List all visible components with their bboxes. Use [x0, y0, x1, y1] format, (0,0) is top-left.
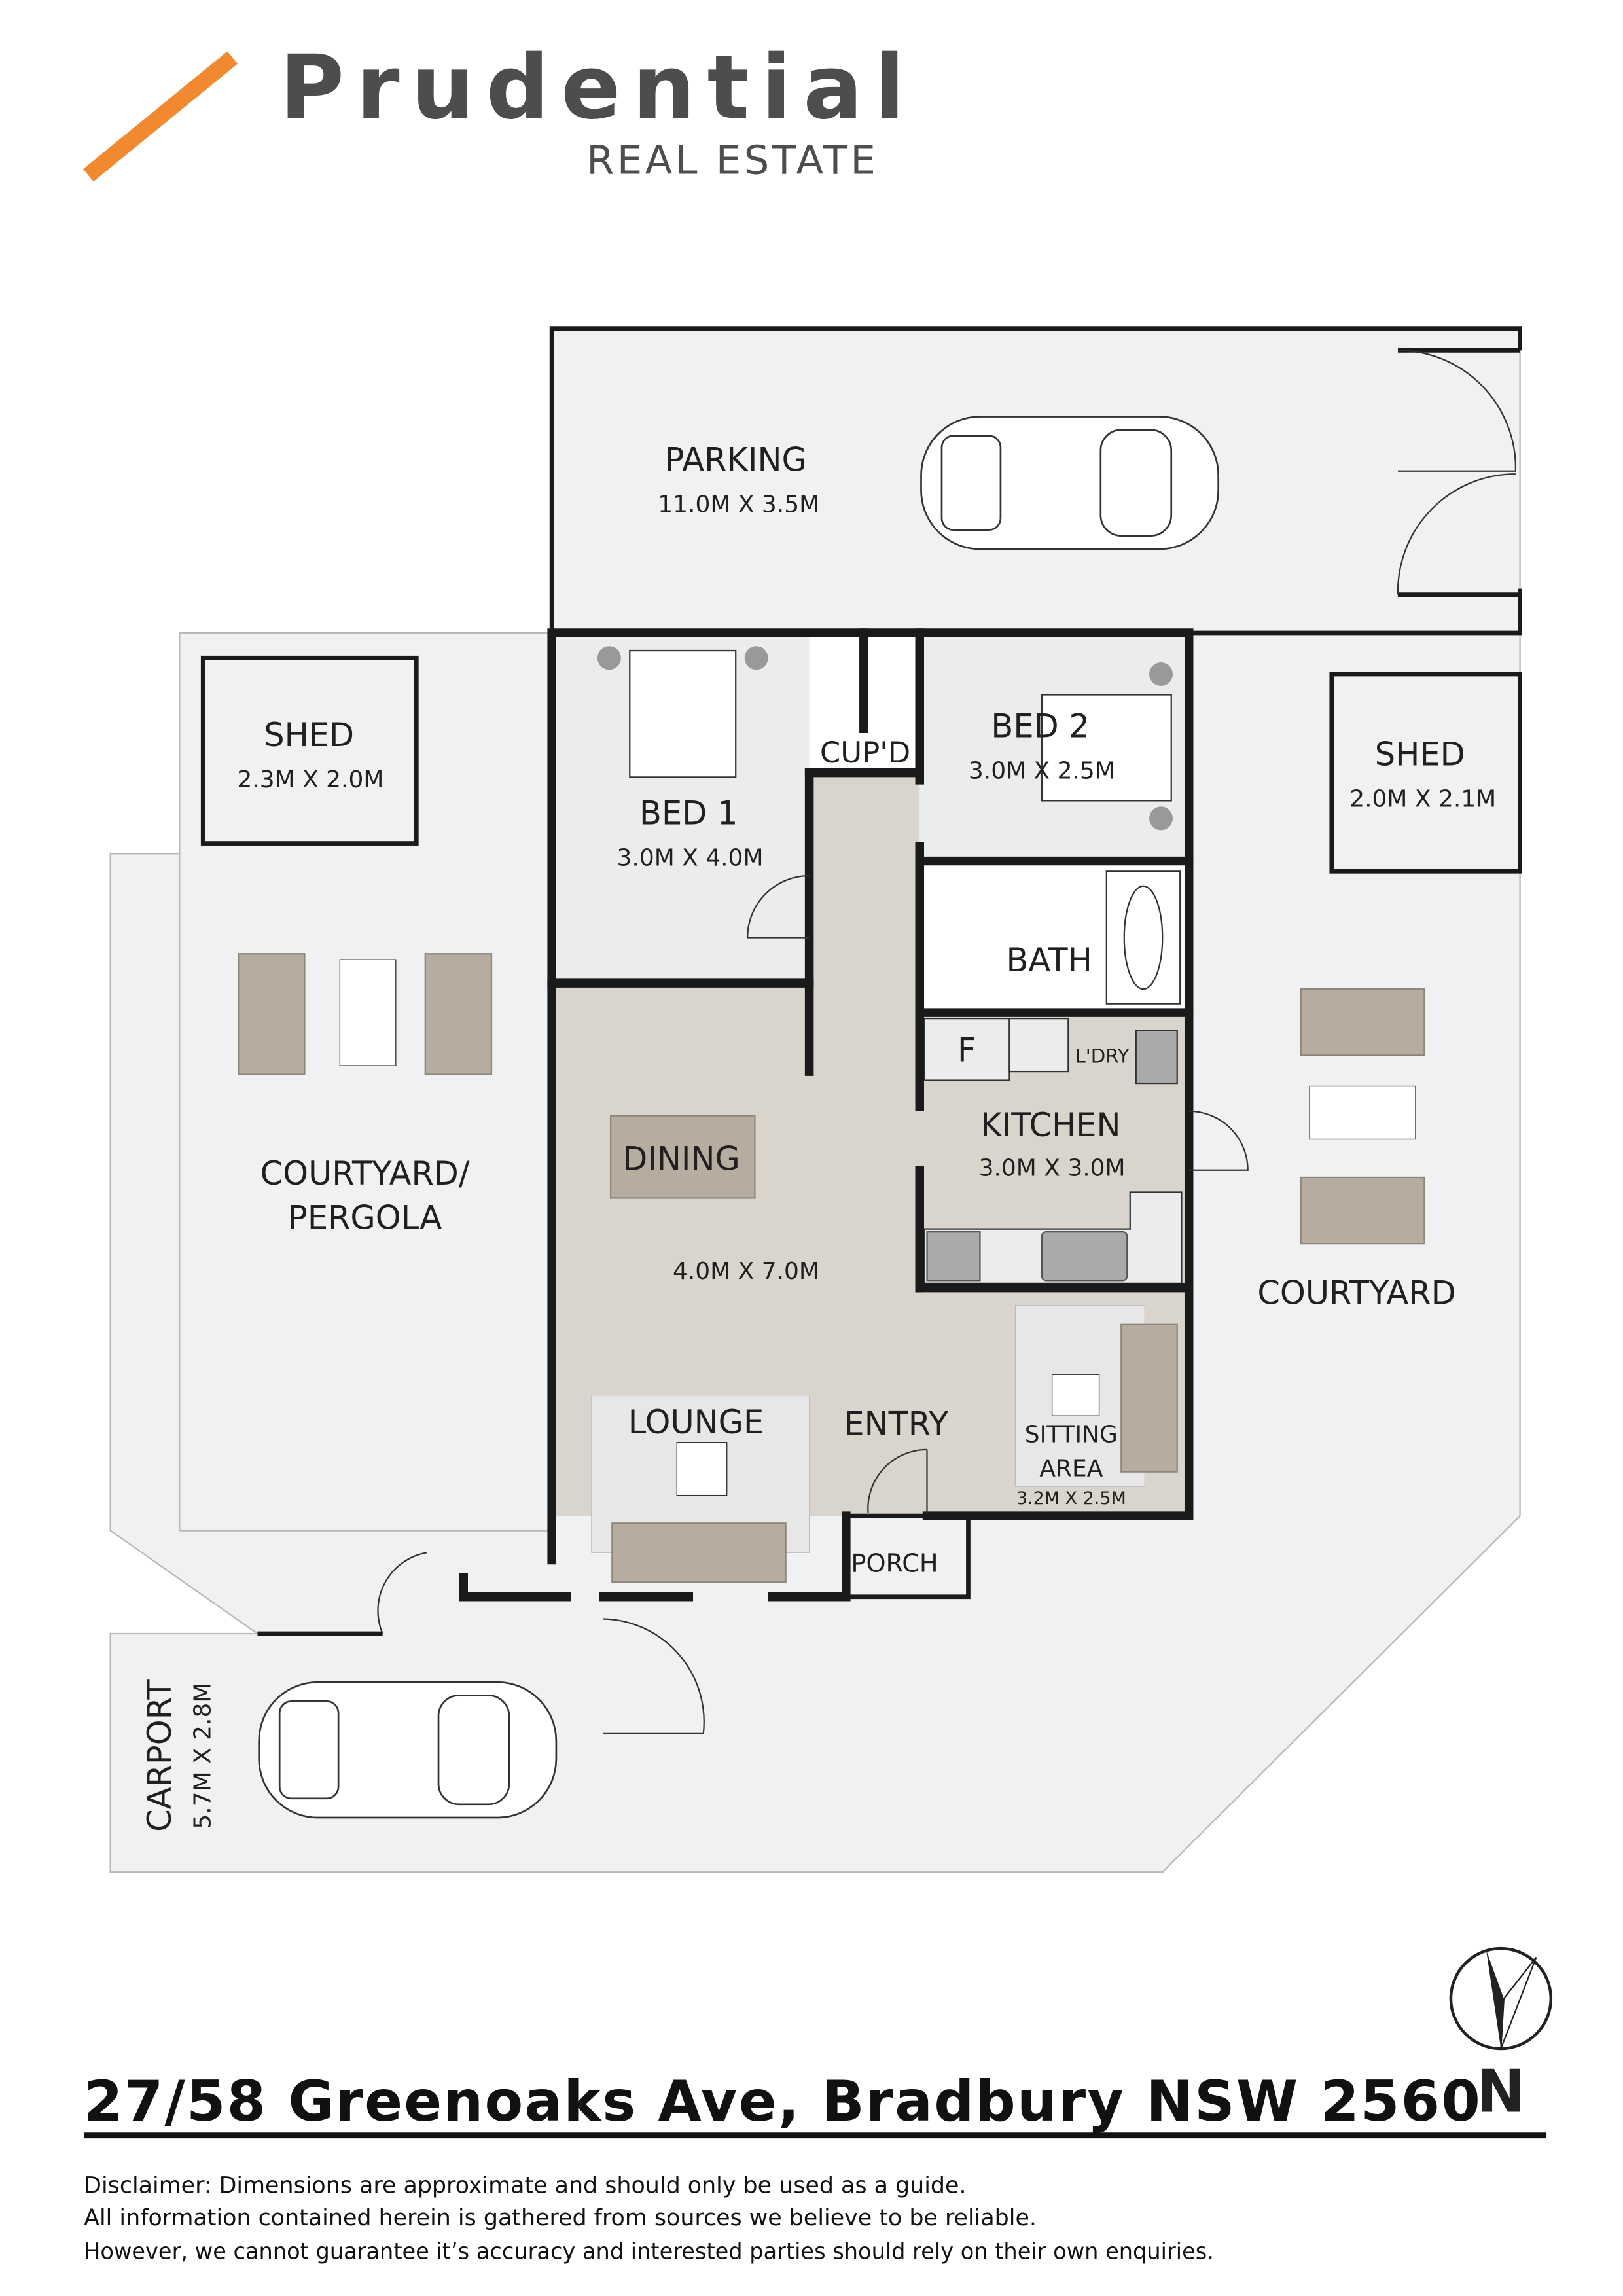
laundry-label: L'DRY	[1075, 1045, 1130, 1067]
parking-car-icon	[920, 416, 1220, 550]
shed-right-dims: 2.0M X 2.1M	[1349, 785, 1496, 812]
laundry-tub	[1135, 1030, 1178, 1085]
hallway	[809, 772, 920, 1067]
prudential-logo: Prudential REAL ESTATE	[83, 36, 916, 184]
parking-wall	[549, 326, 1522, 634]
sitting-label-2: AREA	[1039, 1455, 1103, 1482]
lamp-icon	[597, 646, 621, 670]
pergola-table	[339, 959, 397, 1066]
lounge-label: LOUNGE	[628, 1403, 764, 1441]
entry-door[interactable]	[867, 1448, 928, 1513]
carport-gate[interactable]	[603, 1618, 705, 1734]
bed1-bed	[629, 649, 737, 778]
parking-dims: 11.0M X 3.5M	[658, 492, 819, 518]
cooktop-icon	[926, 1231, 981, 1282]
kitchen-label: KITCHEN	[980, 1106, 1120, 1144]
bed1-door[interactable]	[747, 874, 810, 939]
pergola-chair	[238, 953, 306, 1075]
property-address: 27/58 Greenoaks Ave, Bradbury NSW 2560	[84, 2070, 1482, 2134]
carport-car-icon	[258, 1681, 558, 1819]
pergola-chair	[424, 953, 493, 1075]
disclaimer-line: All information contained herein is gath…	[84, 2205, 1037, 2231]
disclaimer-line: However, we cannot guarantee it’s accura…	[84, 2239, 1214, 2265]
side-gate[interactable]	[377, 1552, 427, 1634]
porch-outline	[846, 1513, 971, 1600]
dining-label: DINING	[622, 1140, 740, 1178]
dining-dims: 4.0M X 7.0M	[673, 1258, 819, 1285]
walls	[459, 628, 1194, 1602]
disclaimer-line: Disclaimer: Dimensions are approximate a…	[84, 2172, 966, 2198]
logo-subtitle: REAL ESTATE	[586, 138, 878, 184]
sitting-sofa	[1120, 1323, 1178, 1473]
parking-label: PARKING	[665, 441, 807, 479]
carport-dims: 5.7M X 2.8M	[190, 1683, 217, 1829]
north-label: N	[1476, 2058, 1525, 2126]
bed2-label: BED 2	[991, 708, 1089, 745]
bed2-bed	[1041, 694, 1172, 802]
courtyard-table	[1309, 1085, 1416, 1140]
bath-label: BATH	[1006, 941, 1092, 979]
shed-left-label: SHED	[264, 716, 354, 754]
parking-wall-lower	[1188, 588, 1522, 636]
sink-icon	[1041, 1231, 1128, 1282]
fridge-space	[923, 1018, 1010, 1081]
bed1-dims: 3.0M X 4.0M	[617, 844, 764, 871]
bed1-label: BED 1	[639, 794, 738, 832]
shed-left	[200, 655, 419, 846]
lounge-table	[676, 1442, 728, 1496]
dining-table	[609, 1115, 756, 1199]
shed-right	[1329, 672, 1522, 874]
lamp-icon	[1149, 662, 1173, 686]
courtyard-chair	[1300, 1176, 1425, 1245]
entry-label: ENTRY	[844, 1405, 949, 1443]
courtyard-pergola-label-2: PERGOLA	[288, 1199, 442, 1237]
kitchen-dims: 3.0M X 3.0M	[979, 1155, 1126, 1182]
courtyard-label: COURTYARD	[1257, 1274, 1455, 1312]
parking-gate	[1397, 350, 1516, 595]
logo-stripe-icon	[83, 51, 238, 182]
bed2-dims: 3.0M X 2.5M	[969, 758, 1115, 785]
sitting-table	[1051, 1374, 1100, 1416]
porch-label: PORCH	[851, 1550, 938, 1579]
north-compass-icon	[1449, 1946, 1553, 2051]
sitting-dims: 3.2M X 2.5M	[1016, 1488, 1126, 1509]
lounge-sofa	[611, 1522, 787, 1583]
lamp-icon	[744, 646, 768, 670]
courtyard-pergola-label: COURTYARD/	[260, 1155, 470, 1193]
shed-left-dims: 2.3M X 2.0M	[237, 766, 383, 793]
kitchen-door[interactable]	[1188, 1110, 1249, 1171]
logo-name: Prudential	[279, 36, 916, 139]
shed-right-label: SHED	[1375, 735, 1465, 773]
cupboard-label: CUP'D	[820, 735, 910, 770]
sitting-label: SITTING	[1025, 1422, 1118, 1448]
laundry-cabinet	[1008, 1018, 1069, 1073]
courtyard-chair	[1300, 988, 1425, 1056]
bathtub-basin	[1123, 885, 1164, 990]
lamp-icon	[1149, 806, 1173, 831]
carport-label: CARPORT	[141, 1679, 179, 1832]
fridge-label: F	[957, 1031, 976, 1069]
